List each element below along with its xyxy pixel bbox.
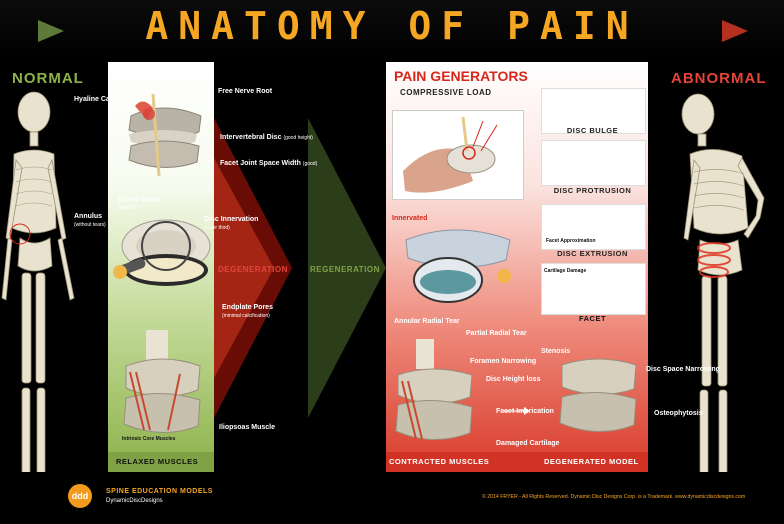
disc-protrusion-label: DISC PROTRUSION xyxy=(553,186,632,195)
pain-generators-title: PAIN GENERATORS xyxy=(394,68,528,84)
cartilage-callout: Cartilage Damage xyxy=(544,268,587,274)
normal-muscle-image xyxy=(123,330,201,434)
stenosis-callout: Stenosis xyxy=(541,348,571,355)
header: ANATOMY OF PAIN xyxy=(0,0,784,62)
hyaline-callout: Hyaline Cartilage xyxy=(74,96,131,103)
facet-image: Cartilage Damage xyxy=(541,263,646,315)
foramen-callout: Foramen Narrowing xyxy=(470,358,537,365)
iliopsoas-callout: Iliopsoas Muscle xyxy=(219,424,276,431)
disc-bulge-label: DISC BULGE xyxy=(566,126,619,135)
page-title: ANATOMY OF PAIN xyxy=(145,4,639,48)
innervated-callout: Innervated xyxy=(392,215,428,222)
damaged-cartilage-callout: Damaged Cartilage xyxy=(496,440,560,447)
degeneration-label: DEGENERATION xyxy=(218,265,288,274)
damaged-disc-image xyxy=(405,229,511,303)
facet-callout: Facet Joint Space Width (good) xyxy=(220,160,318,167)
osteophytosis-callout: Osteophytosis xyxy=(654,410,703,417)
facet-approx-callout: Facet Approximation xyxy=(546,238,596,244)
innervation-callout: Disc Innervation(outer third) xyxy=(204,216,259,231)
nerve-root-callout: Free Nerve Root xyxy=(218,88,273,95)
normal-panel-footer xyxy=(108,452,214,472)
normal-disc-image xyxy=(113,219,211,286)
normal-skeleton-image xyxy=(1,91,75,505)
triangle-left-icon xyxy=(38,20,64,42)
disc-extrusion-image: Facet Approximation xyxy=(541,204,646,250)
compressive-load-label: COMPRESSIVE LOAD xyxy=(400,88,492,97)
partial-tear-callout: Partial Radial Tear xyxy=(466,330,527,337)
intrinsic-callout: Intrinsic Core Muscles xyxy=(122,436,176,442)
disc-protrusion-image xyxy=(541,140,646,186)
imbrication-callout: Facet Imbrication xyxy=(496,408,554,415)
footer xyxy=(0,472,784,524)
relaxed-muscles-caption: RELAXED MUSCLES xyxy=(116,457,199,466)
annulus-callout: Annulus(without tears) xyxy=(74,213,106,228)
facet-label: FACET xyxy=(578,314,607,323)
disc-callout: Intervertebral Disc (good height) xyxy=(220,134,313,141)
triangle-right-icon xyxy=(722,20,748,42)
degeneration-arrow-glow xyxy=(214,158,274,378)
degenerated-model-caption: DEGENERATED MODEL xyxy=(544,457,639,466)
canal-callout: Spinal Canal(patent) xyxy=(118,196,161,211)
space-narrowing-callout: Disc Space Narrowing xyxy=(646,366,720,373)
ddd-logo: ddd xyxy=(68,484,92,508)
hand-compression-image xyxy=(392,110,524,200)
regeneration-arrow-icon xyxy=(308,118,386,418)
disc-bulge-image xyxy=(541,88,646,134)
brand-subtitle: DynamicDiscDesigns xyxy=(106,498,163,504)
copyright-text: © 2014 FRYER - All Rights Reserved. Dyna… xyxy=(482,494,746,500)
degenerated-model-image xyxy=(395,339,637,441)
abnormal-panel-footer xyxy=(386,452,648,472)
brand-name: SPINE EDUCATION MODELS xyxy=(106,488,213,495)
normal-vertebra-image xyxy=(128,93,202,177)
regeneration-label: REGENERATION xyxy=(310,265,380,274)
annular-tear-callout: Annular Radial Tear xyxy=(394,318,460,325)
normal-heading: NORMAL xyxy=(12,70,84,87)
disc-height-callout: Disc Height loss xyxy=(486,376,541,383)
abnormal-skeleton-image xyxy=(681,93,765,505)
contracted-muscles-caption: CONTRACTED MUSCLES xyxy=(389,457,490,466)
abnormal-heading: ABNORMAL xyxy=(671,70,767,87)
endplate-callout: Endplate Pores(minimal calcification) xyxy=(222,304,273,319)
disc-extrusion-label: DISC EXTRUSION xyxy=(557,249,628,258)
